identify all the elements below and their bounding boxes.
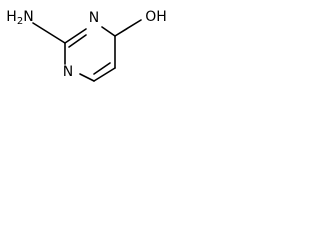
bond-c4-oh	[114, 19, 142, 37]
bond-c2-n3	[64, 28, 87, 44]
bond-c2-n3-double	[68, 34, 87, 48]
atom-labels: H2N N N OH	[6, 9, 166, 80]
bond-amino-c2	[32, 22, 66, 44]
bond-c5-c6-double	[93, 62, 111, 75]
hydroxyl-group-label: OH	[145, 9, 167, 25]
bonds	[32, 19, 142, 82]
structure-diagram: H2N N N OH	[6, 9, 167, 82]
amino-group-label: H2N	[6, 9, 33, 27]
bond-n3-c4	[101, 26, 116, 37]
bond-c6-n1	[79, 73, 95, 82]
ring-nitrogen-bottom-label: N	[63, 64, 73, 80]
ring-nitrogen-top-label: N	[89, 10, 99, 26]
bond-c5-c6	[93, 67, 116, 82]
